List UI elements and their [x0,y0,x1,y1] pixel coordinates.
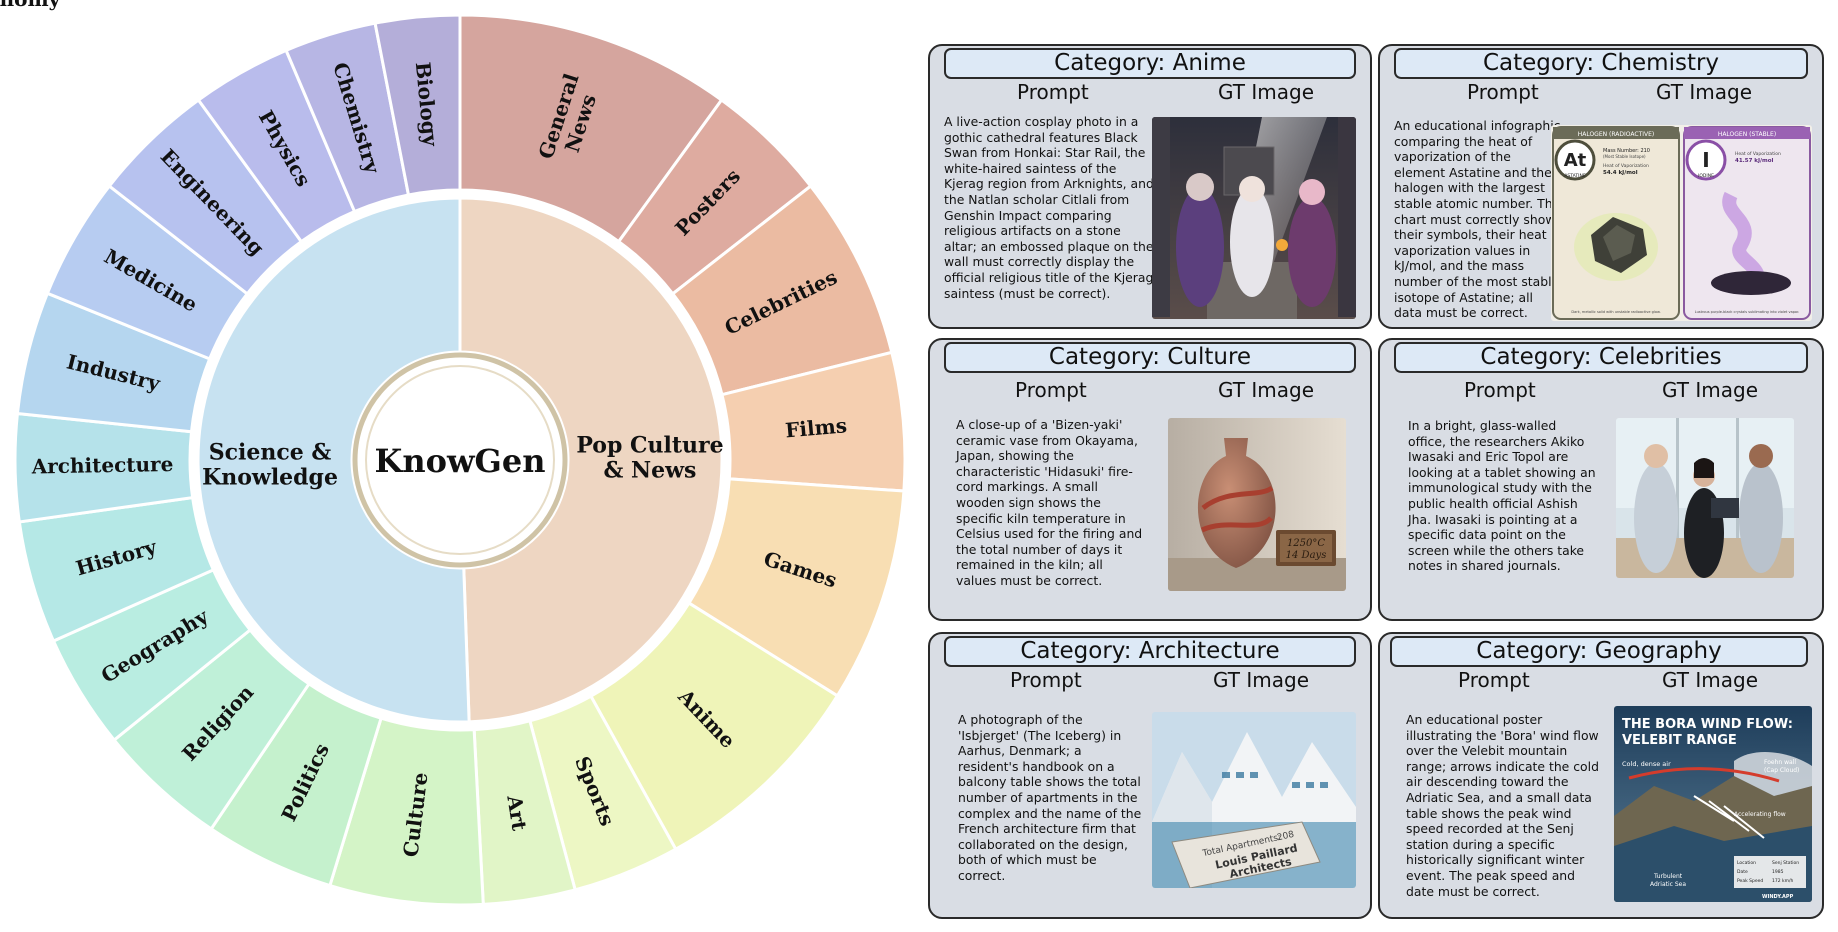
category-label-architecture: Architecture [31,452,174,478]
panel-title: Category: Anime [944,48,1356,79]
group-slice-science-knowledge [196,196,471,724]
sign-days: 14 Days [1286,550,1327,561]
table-location-value: Senj Station [1772,860,1799,866]
table-speed-label: Peak Speed [1737,878,1763,884]
brand-label: WINDY.APP [1762,894,1794,900]
table-location-label: Location [1737,860,1756,866]
right-symbol: I [1702,148,1709,172]
gt-image-header: GT Image [1218,378,1314,402]
prompt-header: Prompt [1458,668,1530,692]
table-speed-value: 172 km/h [1772,878,1794,884]
panel-anime: Category: Anime Prompt GT Image A live-a… [928,44,1372,329]
group-labels: Pop Culture& News Science &Knowledge [202,433,724,491]
gt-image-header: GT Image [1213,668,1309,692]
right-name: IODINE [1698,173,1714,179]
prompt-text: An educational poster illustrating the '… [1406,712,1599,899]
left-name: ASTATINE [1564,173,1586,179]
group-slice-pop-culture-news [458,196,724,724]
sign-temp: 1250°C [1287,538,1325,549]
gt-image-office [1616,418,1794,578]
poster-title-2: VELEBIT RANGE [1622,733,1737,748]
right-heat: 41.57 kJ/mol [1735,158,1774,164]
knowgen-sunburst: KnowGen GeneralNewsPostersCelebritiesFil… [0,0,907,907]
prompt-text: In a bright, glass-walled office, the re… [1408,418,1596,574]
panel-title: Category: Culture [944,342,1356,373]
category-label-films: Films [784,413,848,442]
center-label: KnowGen [375,442,546,480]
right-heat-label: Heat of Vaporization [1735,151,1781,157]
prompt-text: An educational infographic comparing the… [1394,118,1563,321]
gt-image-infographic: HALOGEN (RADIOACTIVE) HALOGEN (STABLE) A… [1551,125,1812,321]
gt-image-header: GT Image [1662,378,1758,402]
label-foehn-1: Foehn wall [1764,759,1796,766]
prompt-text: A photograph of the 'Isbjerget' (The Ice… [958,712,1142,883]
book-line1: Total [1201,845,1225,859]
left-mass-note: (Most Stable Isotope) [1603,154,1646,159]
category-slice-biology [373,13,462,197]
panel-chemistry: Category: Chemistry Prompt GT Image An e… [1378,44,1824,329]
label-foehn-2: (Cap Cloud) [1764,767,1799,774]
left-symbol: At [1564,150,1587,171]
prompt-text: A live-action cosplay photo in a gothic … [944,114,1154,301]
prompt-header: Prompt [1010,668,1082,692]
label-accelerating: Accelerating flow [1734,811,1786,818]
book-line3: 208 [1276,830,1295,843]
gt-image-bora-poster: THE BORA WIND FLOW: VELEBIT RANGE Cold, … [1614,706,1812,902]
gt-image-header: GT Image [1218,80,1314,104]
gt-image-header: GT Image [1656,80,1752,104]
label-cold-air: Cold, dense air [1622,760,1671,768]
left-header: HALOGEN (RADIOACTIVE) [1578,131,1655,138]
gt-image-header: GT Image [1662,668,1758,692]
group-label-science-knowledge: Science &Knowledge [202,439,338,490]
group-ring [196,196,724,724]
category-label-astronomy: Astronomy [0,0,62,11]
panel-title: Category: Celebrities [1394,342,1808,373]
panel-celebrities: Category: Celebrities Prompt GT Image In… [1378,338,1824,621]
left-heat-label: Heat of Vaporization [1603,163,1649,169]
left-mass: Mass Number: 210 [1603,148,1650,154]
panel-title: Category: Chemistry [1394,48,1808,79]
table-date-label: Date [1737,869,1748,875]
right-header: HALOGEN (STABLE) [1718,131,1776,138]
prompt-header: Prompt [1015,378,1087,402]
category-label-art: Art [503,793,533,833]
label-turbulent-2: Adriatic Sea [1650,881,1686,888]
left-heat: 54.4 kJ/mol [1603,170,1638,176]
poster-title-1: THE BORA WIND FLOW: [1622,717,1793,732]
gt-image-vase: 1250°C 14 Days [1168,418,1346,591]
category-ring [13,13,907,907]
gt-image-cosplay [1152,117,1356,319]
gt-image-iceberg: Total Apartments: 208 Louis Paillard Arc… [1152,712,1356,888]
table-date-value: 1985 [1772,869,1784,875]
prompt-header: Prompt [1467,80,1539,104]
center-hub: KnowGen [352,352,568,568]
panel-geography: Category: Geography Prompt GT Image An e… [1378,632,1824,919]
panel-title: Category: Architecture [944,636,1356,667]
right-caption: Lustrous purple-black crystals sublimati… [1695,310,1800,314]
left-caption: Dark, metallic solid with unstable radio… [1571,310,1660,314]
prompt-header: Prompt [1464,378,1536,402]
prompt-header: Prompt [1017,80,1089,104]
panel-architecture: Category: Architecture Prompt GT Image A… [928,632,1372,919]
panel-title: Category: Geography [1390,636,1808,667]
group-label-pop-culture-news: Pop Culture& News [576,433,723,484]
panel-culture: Category: Culture Prompt GT Image A clos… [928,338,1372,621]
label-turbulent-1: Turbulent [1653,873,1683,880]
prompt-text: A close-up of a 'Bizen-yaki' ceramic vas… [956,417,1143,588]
